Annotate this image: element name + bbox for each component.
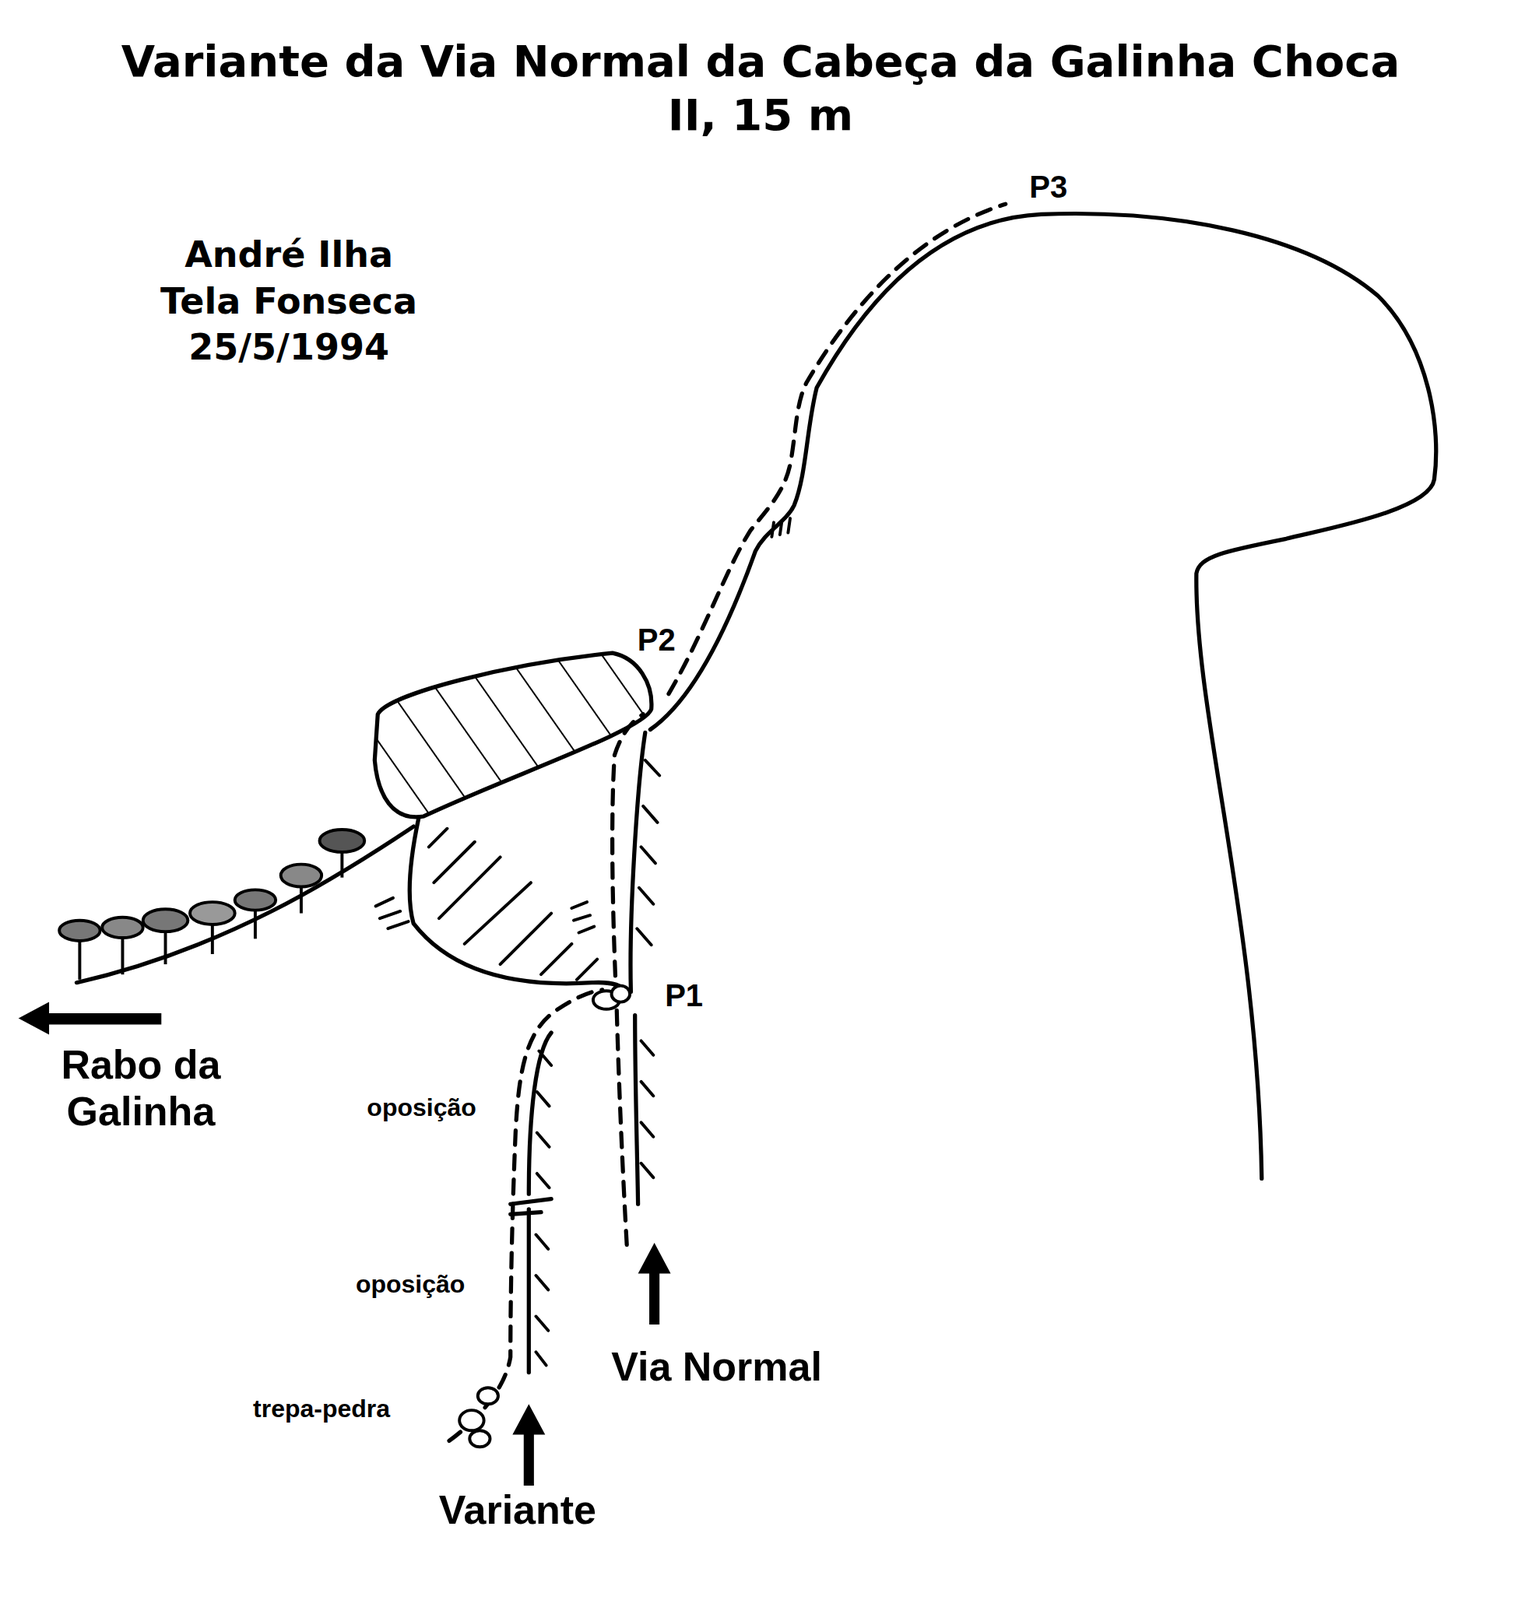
chockstone-block	[374, 653, 652, 818]
technique-note: oposição	[351, 1268, 470, 1301]
route-line	[612, 203, 1006, 1245]
ridge-slope	[76, 826, 414, 984]
tree	[101, 917, 143, 975]
variant-route-line	[449, 990, 603, 1442]
grade-length: II, 15 m	[667, 90, 854, 141]
belay-label: P3	[1024, 167, 1072, 207]
direction-arrow	[18, 1002, 162, 1036]
boulder	[469, 1430, 490, 1448]
shadow-hatch	[428, 829, 598, 981]
route-name: Via Normal	[606, 1342, 827, 1393]
chimney-wall	[630, 732, 646, 992]
tree	[189, 902, 236, 955]
crack	[527, 1209, 531, 1374]
author-name: Tela Fonseca	[160, 280, 418, 322]
topo-title: Variante da Via Normal da Cabeça da Gali…	[121, 35, 1401, 86]
start-arrow	[512, 1404, 545, 1487]
tree	[59, 920, 100, 981]
start-arrow	[638, 1243, 672, 1325]
belay-label: P1	[660, 976, 708, 1016]
route-name: Variante	[434, 1486, 601, 1536]
wall-ticks	[535, 518, 790, 1366]
rock-outline	[650, 214, 1436, 1180]
date: 25/5/1994	[188, 326, 390, 368]
crack-step	[510, 1199, 552, 1216]
tree	[235, 889, 276, 939]
boulder	[459, 1410, 484, 1431]
grass	[375, 898, 595, 934]
boulder	[611, 986, 631, 1003]
cave-outline	[409, 818, 625, 993]
technique-note: trepa-pedra	[248, 1392, 395, 1425]
tree	[281, 864, 322, 914]
tree	[143, 909, 189, 965]
belay-label: P2	[632, 620, 681, 660]
tree	[319, 829, 366, 879]
author-name: André Ilha	[184, 233, 394, 275]
technique-note: oposição	[361, 1091, 481, 1124]
boulder	[477, 1387, 499, 1405]
crack	[528, 1033, 552, 1195]
chimney-wall-lower	[635, 1015, 639, 1206]
direction-label: Rabo da Galinha	[19, 1040, 263, 1138]
